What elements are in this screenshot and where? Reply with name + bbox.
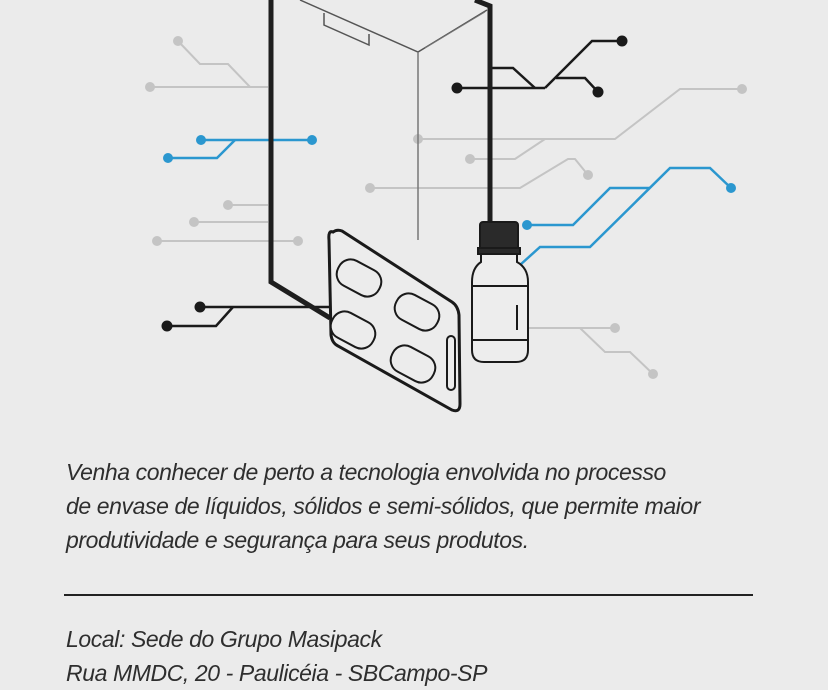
blue-circuit-lines: [168, 138, 732, 266]
gray-circuit-lines: [150, 40, 742, 375]
description-line-1: Venha conhecer de perto a tecnologia env…: [66, 459, 666, 485]
location-info: Local: Sede do Grupo Masipack Rua MMDC, …: [66, 622, 487, 690]
divider: [64, 594, 753, 596]
medicine-bottle: [471, 221, 529, 363]
location-address: Rua MMDC, 20 - Paulicéia - SBCampo-SP: [66, 660, 488, 686]
packaging-illustration: [145, 0, 747, 413]
black-circuit-nodes: [161, 35, 628, 332]
location-name: Local: Sede do Grupo Masipack: [66, 626, 382, 652]
gray-circuit-nodes: [145, 36, 747, 379]
description-line-2: de envase de líquidos, sólidos e semi-só…: [66, 493, 701, 519]
carton-box: [268, 0, 493, 321]
blue-circuit-nodes: [163, 135, 736, 230]
blister-pack: [327, 228, 462, 413]
description-line-3: produtividade e segurança para seus prod…: [66, 527, 529, 553]
event-description: Venha conhecer de perto a tecnologia env…: [66, 455, 766, 557]
